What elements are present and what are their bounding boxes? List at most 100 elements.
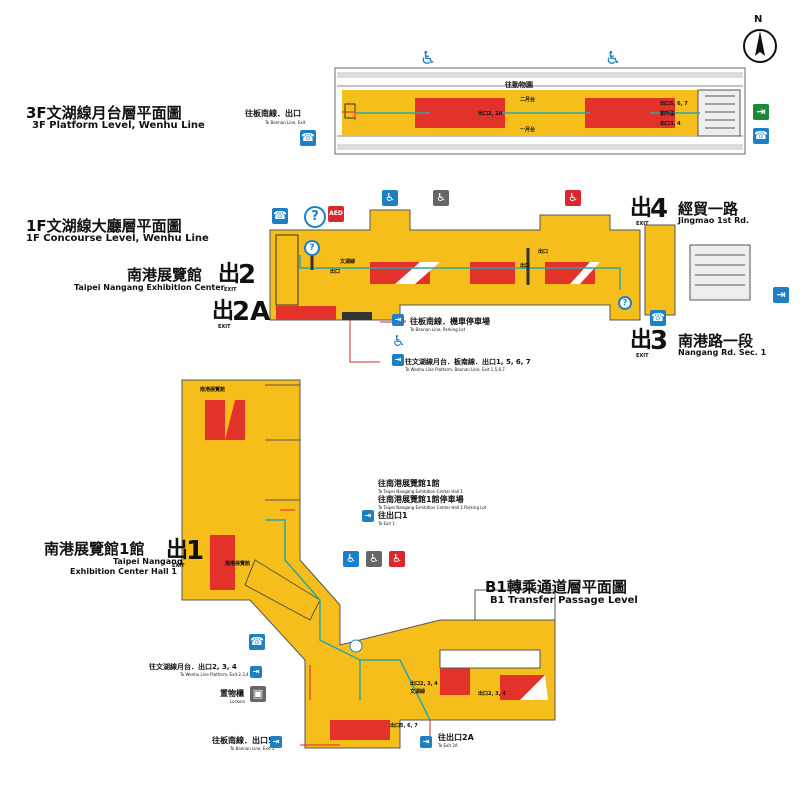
level-title-3f: 3F文湖線月台層平面圖 [26, 104, 182, 122]
platform-exit-c: 出口3, 4 [660, 121, 681, 127]
b1-mid-label: 出口2, 3, 4 [478, 691, 506, 697]
phone-icon: ☎ [300, 130, 316, 146]
escalator-icon: ⇥ [250, 666, 262, 678]
aed-icon: AED [328, 206, 344, 222]
exit-1-tag: EXIT [172, 563, 185, 569]
locker-icon: ▣ [250, 686, 266, 702]
compass-label: N [754, 14, 763, 25]
help-icon: ? [618, 296, 632, 310]
platform-side-2: 二月台 [520, 97, 536, 103]
exit-4-name: 經貿一路 [678, 200, 739, 218]
bannan-parking-note: 往板南線．機車停車場 [410, 317, 490, 326]
bannan-note-3f: 往板南線．出口 [245, 109, 301, 118]
exit2a-note-en: To Exit 2A [438, 743, 458, 748]
emergency-exit-icon: ⇥ [753, 104, 769, 120]
phone-icon: ☎ [272, 208, 288, 224]
escalator-icon: ⇥ [362, 510, 374, 522]
exit-2a-tag: EXIT [218, 324, 231, 330]
hall1-note: 往南港展覽館1館 [378, 479, 440, 488]
accessible-icon: ♿ [392, 332, 406, 350]
phone-icon: ☎ [650, 310, 666, 326]
exit-3-name: 南港路一段 [678, 332, 754, 350]
exit-2a-number: 2A [232, 297, 271, 327]
accessible-restroom-icon: ♿ [343, 551, 359, 567]
level-subtitle-3f: 3F Platform Level, Wenhu Line [32, 120, 205, 131]
escalator-icon: ⇥ [270, 736, 282, 748]
exit-3-tag: EXIT [636, 353, 649, 359]
level-title-b1: B1轉乘通道層平面圖 [485, 578, 627, 596]
phone-icon: ☎ [249, 634, 265, 650]
b1-mid-label: 出口2, 3, 4 [410, 681, 438, 687]
exit1-note: 往出口1 [378, 511, 408, 520]
exit-2-number: 2 [238, 260, 257, 290]
exit-2-word: 出 [218, 262, 241, 287]
accessible-icon: ♿ [420, 48, 437, 69]
platform-exit-b: 出口5, 6, 7 [660, 101, 688, 107]
wenhu-bannan-note-en: To Wenhu Line Platform, Bannan Line, Exi… [405, 367, 505, 372]
exit-1-number: 1 [186, 536, 205, 566]
exit-4-name-en: Jingmao 1st Rd. [678, 216, 750, 225]
wenhu-note-b1: 往文湖線月台．出口2, 3, 4 [149, 663, 237, 671]
exit-1-name-en-1: Taipei Nangang [113, 557, 183, 566]
exit-2-name-en: Taipei Nangang Exhibition Center [74, 283, 225, 292]
exit-1-name-en-2: Exhibition Center Hall 1 [70, 567, 177, 576]
escalator-icon: ⇥ [420, 736, 432, 748]
callout-lines [280, 111, 431, 746]
exit-3-word: 出 [630, 328, 653, 353]
wenhu-note-b1-en: To Wenhu Line Platform, Exit 2,3,4 [180, 672, 249, 677]
exit-1-name: 南港展覽館1館 [44, 540, 145, 558]
bannan-parking-note-en: To Bannan Line, Parking Lot [410, 327, 466, 332]
help-icon: ? [304, 206, 326, 228]
accessible-icon: ♿ [605, 48, 622, 69]
hall1-parking-note-en: To Taipei Nangang Exhibition Center Hall… [378, 505, 487, 510]
accessible-restroom-icon: ♿ [382, 190, 398, 206]
exit-4-number: 4 [650, 194, 669, 224]
gate-label: 出口 [520, 263, 531, 269]
level-subtitle-1f: 1F Concourse Level, Wenhu Line [26, 233, 209, 244]
exit-4-tag: EXIT [636, 221, 649, 227]
passage-b1 [181, 379, 556, 749]
family-restroom-icon: ♿ [433, 190, 449, 206]
hall-label-top: 南港展覽館 [200, 387, 226, 393]
gate-label: 出口 [538, 249, 549, 255]
exit-1-word: 出 [166, 538, 189, 563]
exit-2-name: 南港展覽館 [127, 266, 203, 284]
help-icon: ? [304, 240, 320, 256]
hall1-note-en: To Taipei Nangang Exhibition Center Hall… [378, 489, 463, 494]
hall-label-mid: 南港展覽館 [225, 561, 251, 567]
escalator-icon: ⇥ [392, 314, 404, 326]
concourse-1f [269, 209, 751, 321]
womens-restroom-icon: ♿ [389, 551, 405, 567]
level-subtitle-b1: B1 Transfer Passage Level [490, 595, 638, 606]
exit-3-name-en: Nangang Rd. Sec. 1 [678, 348, 767, 357]
platform-3f [334, 67, 746, 155]
gate-label: 文湖線 [340, 259, 356, 265]
bannan-note-3f-en: To Bannan Line, Exit [265, 120, 306, 125]
exit-2a-word: 出 [212, 299, 235, 324]
platform-exit-a: 出口2, 2A [478, 111, 503, 117]
b1-mid-label: 出口5, 6, 7 [390, 723, 418, 729]
exit1-note-en: To Exit 1 [378, 521, 395, 526]
platform-side-1: 一月台 [520, 127, 536, 133]
exit2a-note: 往出口2A [438, 733, 474, 742]
exit-2-tag: EXIT [224, 287, 237, 293]
b1-mid-label: 文湖線 [410, 689, 426, 695]
compass-icon [743, 29, 777, 63]
wenhu-bannan-note: 往文湖線月台．板南線．出口1, 5, 6, 7 [405, 358, 531, 366]
exit-3-number: 3 [650, 326, 669, 356]
platform-direction: 往動物園 [505, 81, 533, 89]
level-title-1f: 1F文湖線大廳層平面圖 [26, 217, 182, 235]
emergency-exit-icon: ⇥ [773, 287, 789, 303]
hall1-parking-note: 往南港展覽館1館停車場 [378, 495, 464, 504]
family-restroom-icon: ♿ [366, 551, 382, 567]
escalator-icon: ⇥ [392, 354, 404, 366]
gate-label: 出口 [330, 269, 341, 275]
exit-4-word: 出 [630, 196, 653, 221]
phone-icon: ☎ [753, 128, 769, 144]
lockers-note: 置物櫃 [220, 689, 244, 698]
lockers-note-en: Lockers [230, 699, 246, 704]
womens-restroom-icon: ♿ [565, 190, 581, 206]
bannan5-note: 往板南線．出口5 [212, 736, 274, 745]
platform-restroom: 廁所區 [660, 111, 676, 117]
